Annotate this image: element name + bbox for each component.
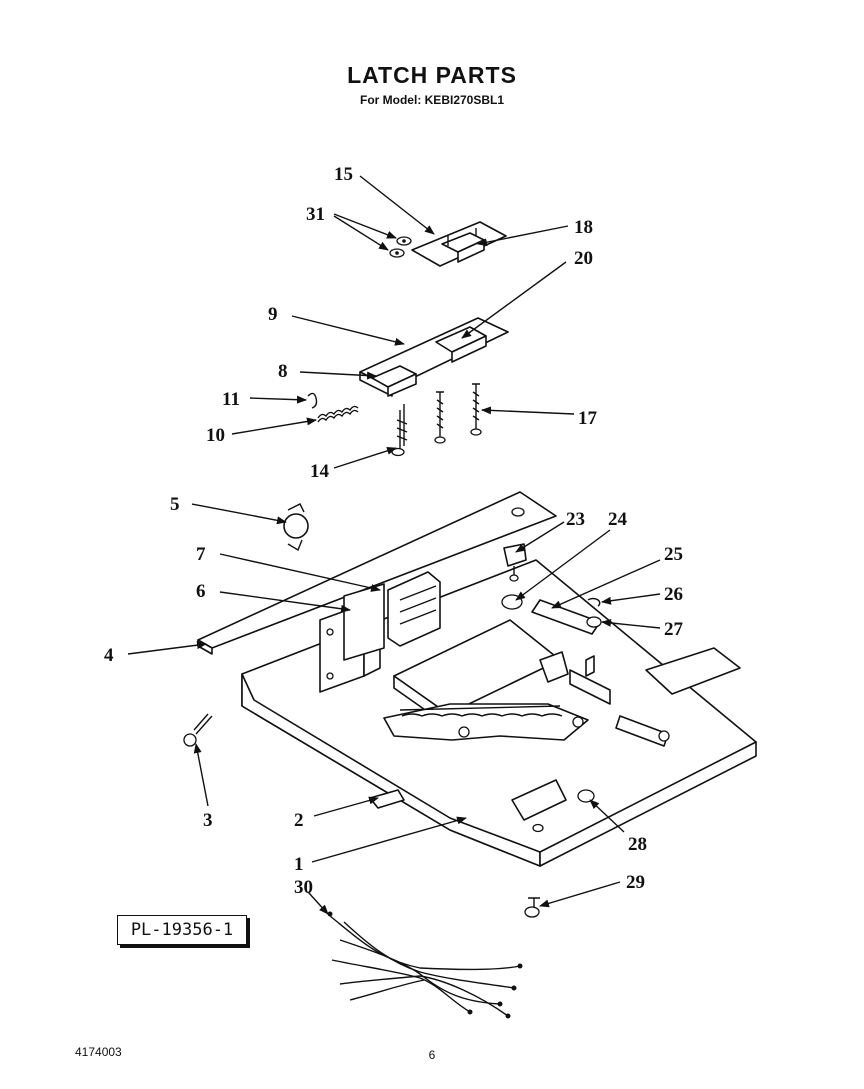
- callout-18: 18: [574, 217, 593, 238]
- washer-27: [586, 616, 602, 628]
- plate-code-box: PL-19356-1: [117, 915, 247, 945]
- clip-26: [587, 597, 601, 607]
- callout-26: 26: [664, 584, 683, 605]
- latch-plate-center: [383, 619, 670, 747]
- screw-29: [524, 897, 540, 918]
- wire-harness-30: [327, 911, 523, 1019]
- callout-27: 27: [664, 619, 684, 640]
- bracket-7: [343, 571, 441, 661]
- screws-17: [434, 383, 482, 444]
- callout-7: 7: [196, 544, 206, 565]
- callout-9: 9: [268, 304, 278, 325]
- page-number: 6: [428, 1048, 436, 1062]
- doc-number: 4174003: [75, 1045, 122, 1059]
- callout-29: 29: [626, 872, 645, 893]
- bolt-3: [183, 713, 213, 747]
- nut-pair-31: [389, 236, 412, 258]
- callout-6: 6: [196, 581, 206, 602]
- callout-labels: 1 2 3 4 5 6 7 8 9 10 11 14 15 17 18 20 2…: [104, 164, 684, 898]
- callout-24: 24: [608, 509, 628, 530]
- callout-25: 25: [664, 544, 683, 565]
- part-5-thermal-cutout: [283, 503, 309, 552]
- page-title: LATCH PARTS: [347, 62, 517, 88]
- callout-5: 5: [170, 494, 180, 515]
- clip-11: [307, 392, 318, 409]
- grommet-28: [577, 789, 595, 803]
- callout-3: 3: [203, 810, 213, 831]
- callout-11: 11: [222, 389, 240, 410]
- callout-30: 30: [294, 877, 313, 898]
- callout-1: 1: [294, 854, 304, 875]
- callout-10: 10: [206, 425, 225, 446]
- callout-28: 28: [628, 834, 647, 855]
- callout-8: 8: [278, 361, 288, 382]
- bar-4: [197, 491, 557, 655]
- switch-bracket-9: [359, 317, 509, 397]
- leader-lines: [127, 175, 661, 915]
- callout-2: 2: [294, 810, 304, 831]
- model-subtitle: For Model: KEBI270SBL1: [359, 93, 505, 107]
- callout-17: 17: [578, 408, 598, 429]
- callout-31: 31: [306, 204, 325, 225]
- switch-assembly-top: [411, 221, 507, 267]
- part-25: [531, 599, 601, 635]
- callout-23: 23: [566, 509, 585, 530]
- callout-4: 4: [104, 645, 114, 666]
- part-23: [503, 543, 527, 582]
- callout-14: 14: [310, 461, 330, 482]
- screw-14: [391, 404, 408, 457]
- spring-10: [317, 405, 359, 423]
- callout-15: 15: [334, 164, 353, 185]
- callout-20: 20: [574, 248, 593, 269]
